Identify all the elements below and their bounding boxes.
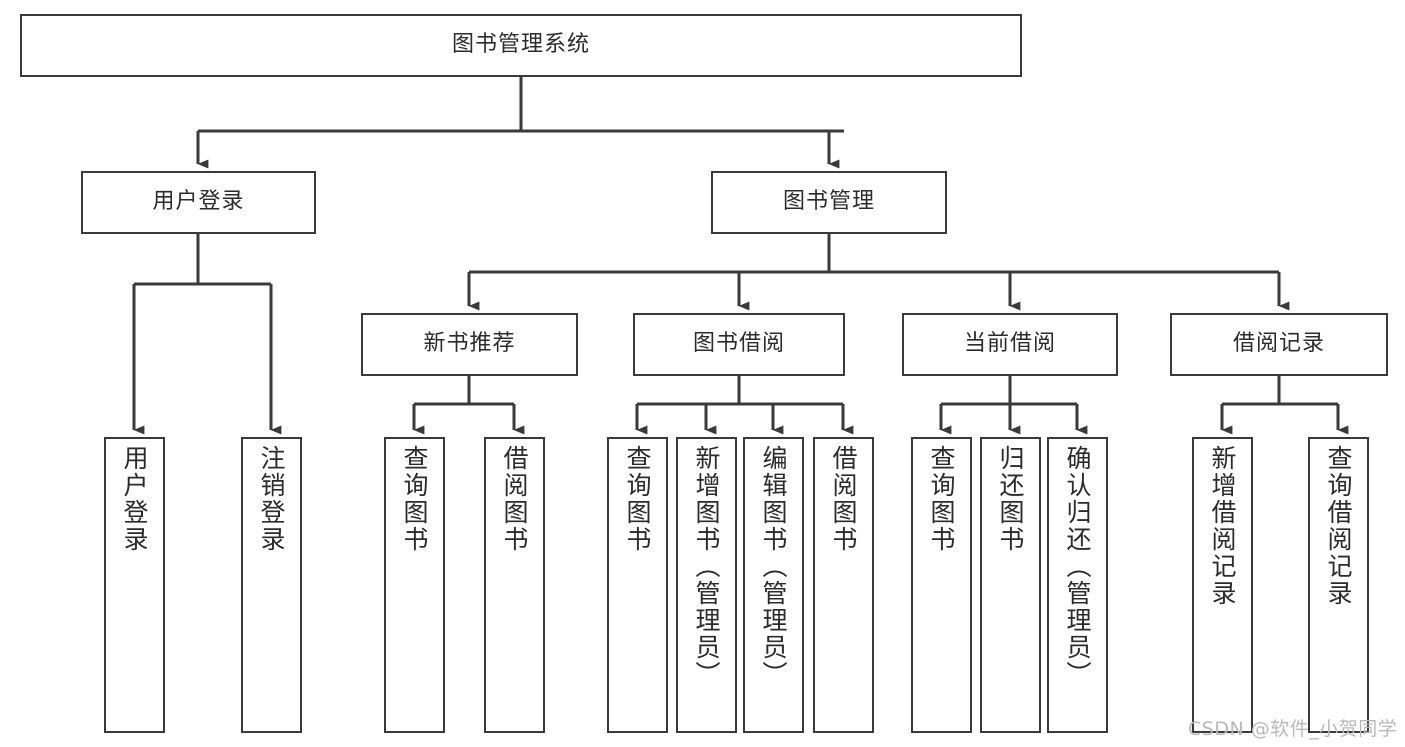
node-leaf-query-book-2-label: 查询图书 <box>623 445 652 553</box>
node-leaf-edit-book-admin-label: 编辑图书（管理员） <box>759 445 788 688</box>
node-leaf-user-login[interactable]: 用户登录 <box>104 437 165 733</box>
node-leaf-query-book-3[interactable]: 查询图书 <box>911 437 972 733</box>
node-current-borrow-label: 当前借阅 <box>963 331 1056 357</box>
node-book-borrow-label: 图书借阅 <box>692 331 785 357</box>
node-leaf-borrow-book-1[interactable]: 借阅图书 <box>484 437 545 733</box>
node-leaf-query-book-2[interactable]: 查询图书 <box>607 437 668 733</box>
watermark-text: CSDN @软件_小贺同学 <box>1188 718 1398 740</box>
node-new-book-recommend[interactable]: 新书推荐 <box>361 313 578 376</box>
node-leaf-return-book-label: 归还图书 <box>996 445 1025 553</box>
node-leaf-query-borrow-record[interactable]: 查询借阅记录 <box>1308 437 1369 733</box>
node-leaf-return-book[interactable]: 归还图书 <box>980 437 1041 733</box>
node-borrow-record-label: 借阅记录 <box>1232 331 1325 357</box>
node-book-management-label: 图书管理 <box>782 189 875 215</box>
node-root-label: 图书管理系统 <box>451 32 590 58</box>
node-leaf-query-book-1[interactable]: 查询图书 <box>384 437 445 733</box>
node-leaf-user-login-label: 用户登录 <box>120 445 149 553</box>
node-leaf-query-book-3-label: 查询图书 <box>927 445 956 553</box>
node-leaf-logout-login-label: 注销登录 <box>257 445 286 553</box>
node-leaf-add-borrow-record-label: 新增借阅记录 <box>1208 445 1237 607</box>
node-leaf-borrow-book-1-label: 借阅图书 <box>500 445 529 553</box>
node-leaf-borrow-book-2[interactable]: 借阅图书 <box>813 437 874 733</box>
node-leaf-confirm-return-admin[interactable]: 确认归还（管理员） <box>1047 437 1108 733</box>
node-leaf-query-book-1-label: 查询图书 <box>400 445 429 553</box>
node-new-book-recommend-label: 新书推荐 <box>423 331 516 357</box>
node-current-borrow[interactable]: 当前借阅 <box>902 313 1118 376</box>
node-borrow-record[interactable]: 借阅记录 <box>1170 313 1388 376</box>
node-leaf-borrow-book-2-label: 借阅图书 <box>829 445 858 553</box>
node-leaf-add-book-admin[interactable]: 新增图书（管理员） <box>676 437 737 733</box>
node-book-borrow[interactable]: 图书借阅 <box>633 313 845 376</box>
node-leaf-add-book-admin-label: 新增图书（管理员） <box>692 445 721 688</box>
node-user-login[interactable]: 用户登录 <box>81 171 316 234</box>
node-user-login-label: 用户登录 <box>152 189 245 215</box>
node-root[interactable]: 图书管理系统 <box>20 14 1022 77</box>
node-leaf-query-borrow-record-label: 查询借阅记录 <box>1324 445 1353 607</box>
node-book-management[interactable]: 图书管理 <box>711 171 947 234</box>
node-leaf-add-borrow-record[interactable]: 新增借阅记录 <box>1192 437 1253 733</box>
node-leaf-confirm-return-admin-label: 确认归还（管理员） <box>1063 445 1092 688</box>
node-leaf-edit-book-admin[interactable]: 编辑图书（管理员） <box>743 437 804 733</box>
node-leaf-logout-login[interactable]: 注销登录 <box>241 437 302 733</box>
